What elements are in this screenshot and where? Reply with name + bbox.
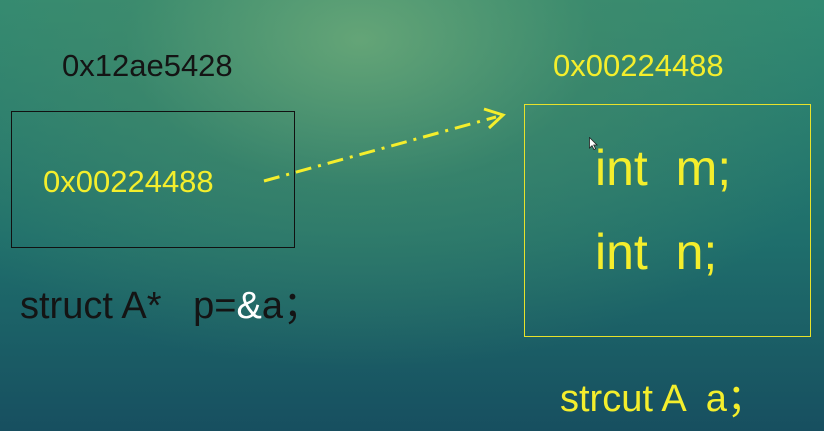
struct-member: int m; bbox=[595, 140, 732, 196]
struct-declaration: strcut A a； bbox=[560, 378, 765, 420]
mouse-pointer-icon bbox=[589, 137, 598, 150]
address-of-operator: & bbox=[236, 285, 262, 327]
pointer-memory-box: 0x00224488 bbox=[11, 111, 295, 248]
pointer-address-label: 0x12ae5428 bbox=[62, 48, 233, 83]
pointer-declaration: struct A* p=&a； bbox=[20, 287, 321, 325]
pointer-arrow-line bbox=[263, 115, 497, 183]
pointer-declaration-prefix: struct A* p= bbox=[20, 285, 237, 327]
struct-member: int n; bbox=[595, 224, 718, 280]
pointer-arrowhead bbox=[483, 107, 506, 130]
struct-address-label: 0x00224488 bbox=[553, 48, 724, 83]
pointer-stored-value: 0x00224488 bbox=[43, 164, 214, 199]
struct-memory-box: int m; int n; bbox=[524, 104, 811, 337]
pointer-declaration-suffix: a； bbox=[261, 285, 321, 327]
